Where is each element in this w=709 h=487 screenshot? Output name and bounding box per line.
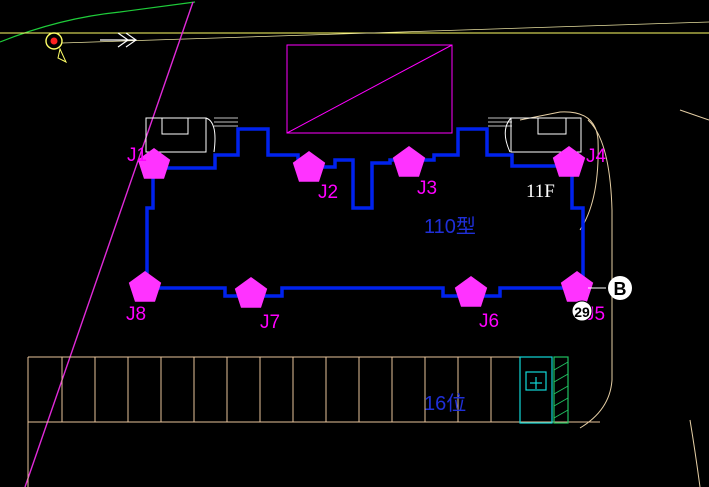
point-label-j1: J1: [127, 145, 147, 166]
green-boundary-line: [0, 1, 196, 43]
core-block-right: [488, 117, 582, 153]
building-type-label: 110型: [424, 215, 476, 238]
point-label-j2: J2: [318, 182, 338, 203]
survey-point-j5: [560, 271, 594, 302]
hatched-rectangle: [286, 44, 453, 134]
survey-point-j3: [392, 146, 426, 177]
point-label-j8: J8: [126, 304, 146, 325]
grid-axis-label: B: [614, 279, 627, 299]
survey-point-j4: [552, 146, 586, 177]
survey-point-j7: [234, 277, 268, 308]
cyan-utility-block: [519, 356, 569, 424]
point-label-j6: J6: [479, 311, 499, 332]
survey-point-j6: [454, 276, 488, 307]
grid-axis-b-marker: B: [588, 276, 632, 300]
parking-count-label: 16位: [424, 392, 466, 415]
building-outline: [145, 127, 585, 298]
point-label-j3: J3: [417, 178, 437, 199]
red-survey-marker-icon: [45, 32, 68, 64]
floor-count-label: 11F: [526, 181, 555, 202]
point-label-j7: J7: [260, 312, 280, 333]
core-block-left: [145, 117, 238, 153]
survey-point-j8: [128, 271, 162, 302]
survey-point-j1: [137, 148, 171, 179]
survey-point-j2: [292, 151, 326, 182]
point-labels: J1 J2 J3 J4 J5 J6 J7 J8: [126, 145, 607, 333]
direction-arrow-icon: [100, 32, 138, 48]
number-marker: 29: [571, 300, 593, 322]
property-line: [24, 1, 194, 487]
survey-points: [128, 146, 594, 308]
site-boundary: [519, 109, 709, 487]
point-label-j4: J4: [586, 146, 607, 167]
number-marker-label: 29: [574, 304, 590, 320]
parking-area: [27, 356, 600, 487]
